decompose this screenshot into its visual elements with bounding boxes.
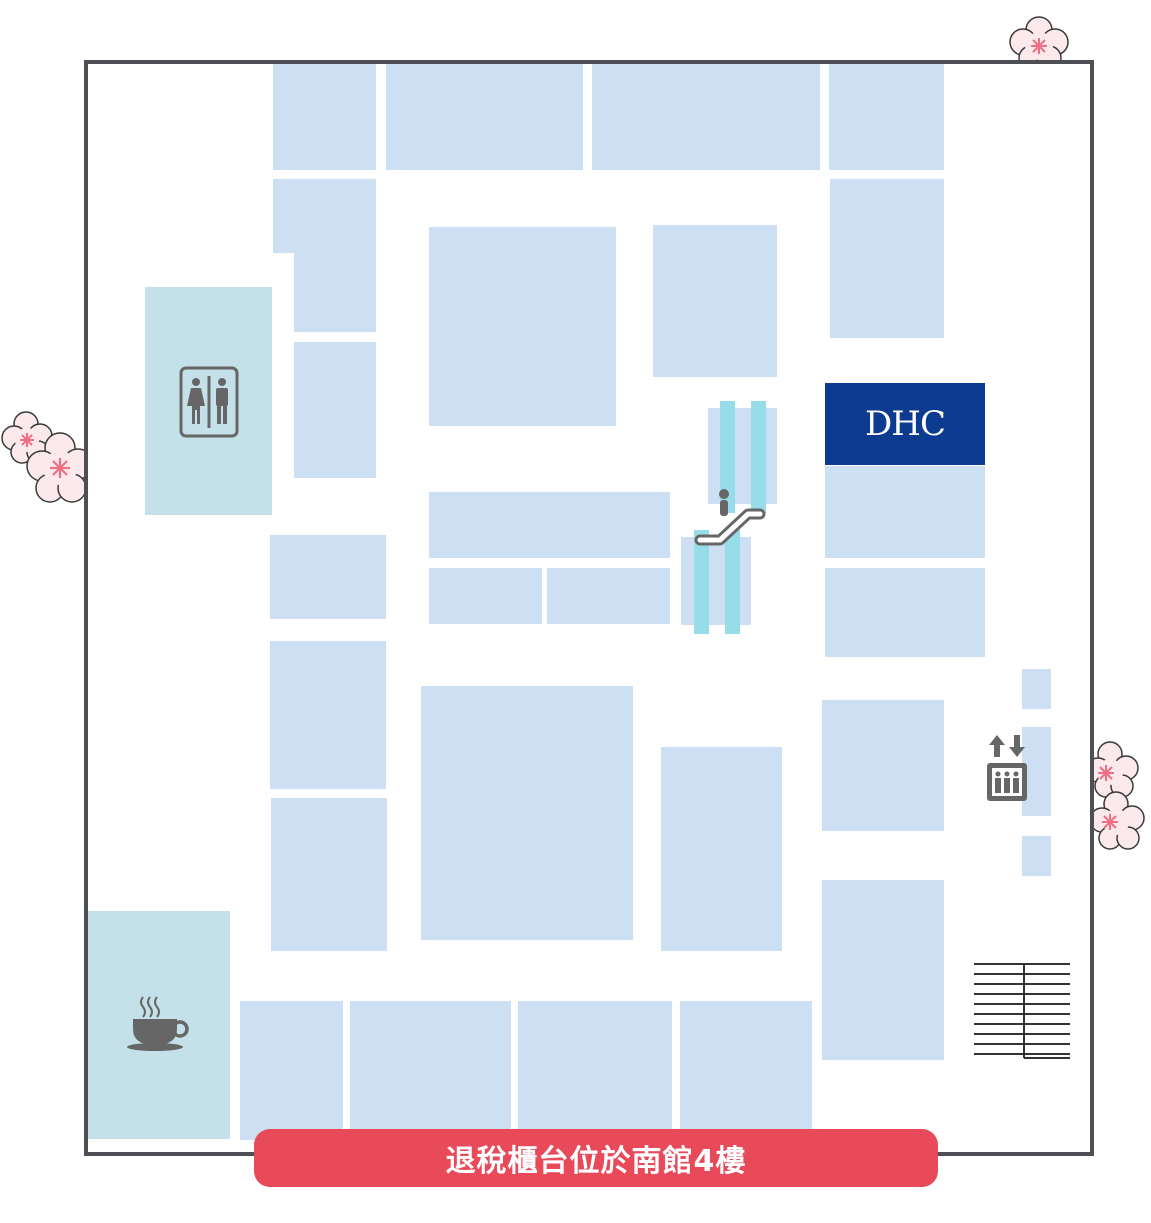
elevator-slot <box>1022 836 1051 876</box>
shop-block[interactable] <box>680 1001 812 1140</box>
shop-block[interactable] <box>350 1001 511 1140</box>
shop-block[interactable] <box>270 535 386 619</box>
elevator-slot <box>1022 669 1051 709</box>
shop-block[interactable] <box>830 179 944 338</box>
shop-block[interactable] <box>240 1001 343 1140</box>
escalator-track <box>694 530 709 634</box>
shop-block[interactable] <box>661 747 782 951</box>
elevator-icon <box>987 735 1027 801</box>
coffee-cup-icon <box>127 996 189 1051</box>
escalator-track <box>751 401 766 513</box>
shop-block[interactable] <box>429 492 670 558</box>
shop-block[interactable] <box>429 568 542 624</box>
shop-block[interactable] <box>547 568 670 624</box>
escalator-track <box>720 401 735 513</box>
shop-block[interactable] <box>271 798 387 951</box>
shop-block[interactable] <box>653 225 777 377</box>
shop-block[interactable] <box>270 641 386 789</box>
dhc-store[interactable]: DHC <box>825 383 985 465</box>
shop-block[interactable] <box>273 64 376 170</box>
shop-block[interactable] <box>822 880 944 1060</box>
restroom-icon <box>179 366 239 438</box>
shop-block[interactable] <box>429 227 616 426</box>
escalator-icon <box>694 489 766 546</box>
shop-block[interactable] <box>518 1001 672 1140</box>
shop-block[interactable] <box>421 686 633 940</box>
shop-block[interactable] <box>294 342 376 478</box>
cherry-blossom-icon <box>1 411 88 503</box>
shop-block[interactable] <box>822 700 944 831</box>
cherry-blossom-icon <box>1086 741 1145 850</box>
shop-block[interactable] <box>592 64 820 170</box>
tax-refund-banner: 退稅櫃台位於南館4樓 <box>254 1129 938 1187</box>
shop-block[interactable] <box>386 64 583 170</box>
shop-block[interactable] <box>294 252 376 332</box>
shop-block[interactable] <box>273 179 376 253</box>
shop-block[interactable] <box>825 568 985 657</box>
escalator-lower-base <box>681 537 751 625</box>
shop-block[interactable] <box>829 64 944 170</box>
shop-block[interactable] <box>825 466 985 558</box>
stairs-icon <box>974 963 1070 1059</box>
escalator-track <box>725 530 740 634</box>
